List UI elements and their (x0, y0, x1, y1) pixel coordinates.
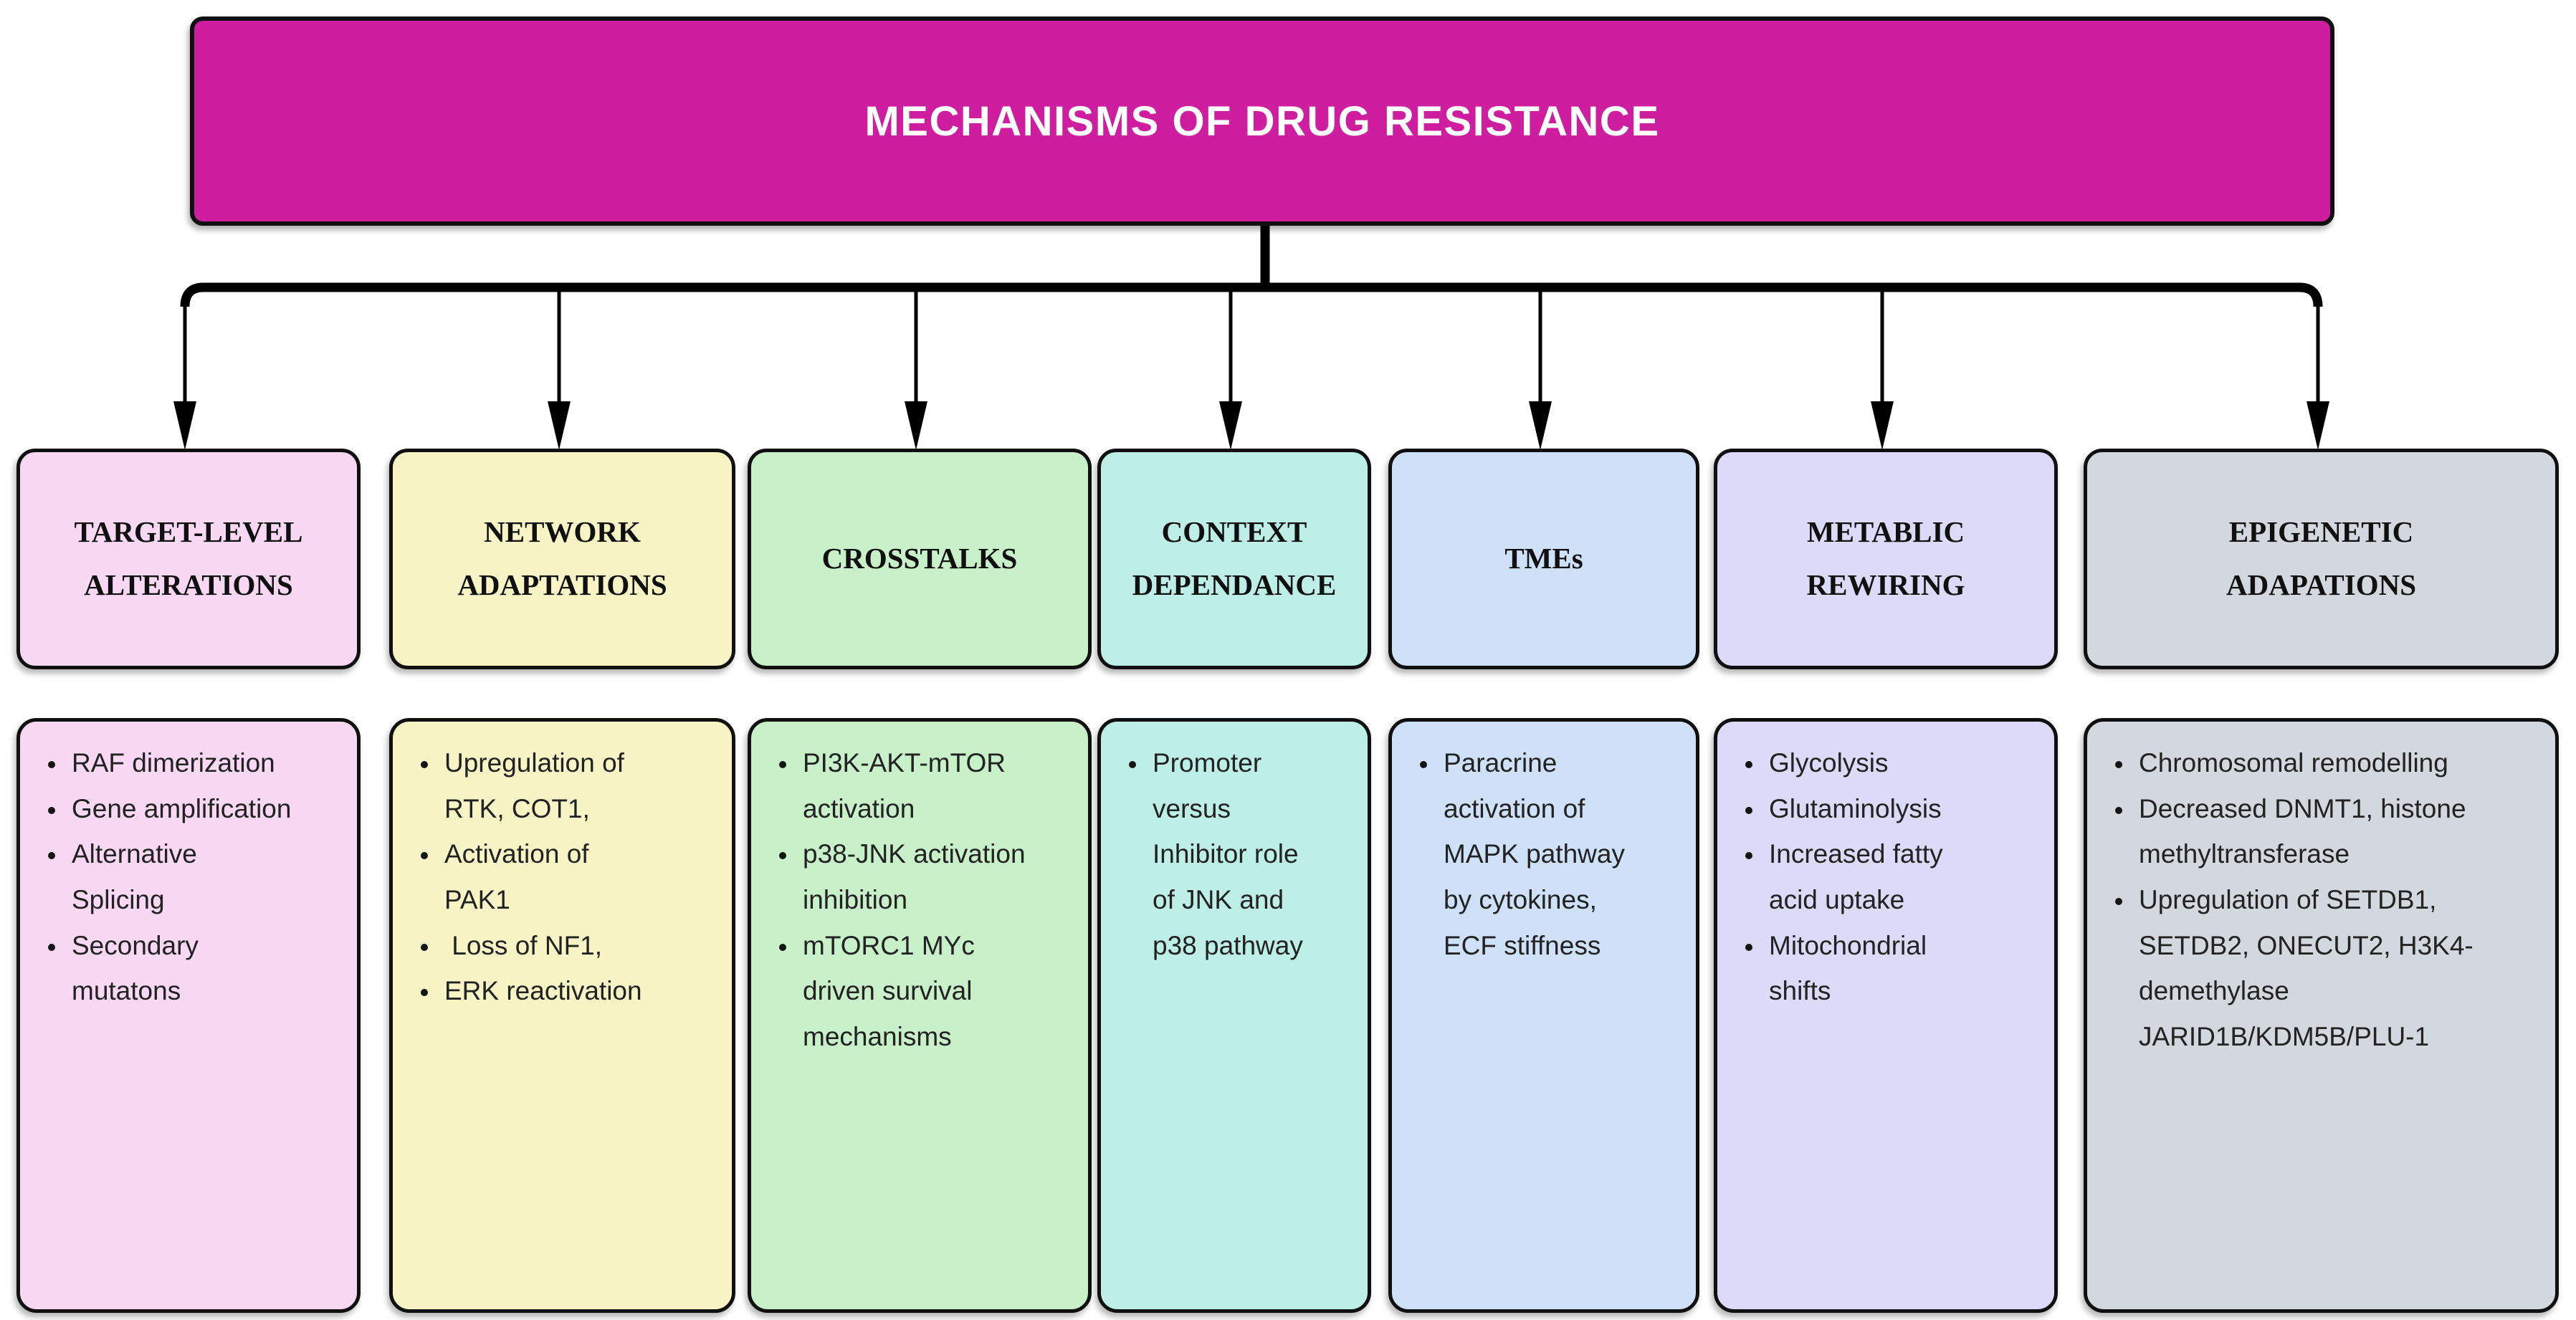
bullet-item: PI3K-AKT-mTOR activation (798, 740, 1027, 831)
rail-line (180, 282, 2323, 307)
bullet-item: Decreased DNMT1, histone methyltransfera… (2134, 786, 2498, 877)
category-box-metablic-rewiring: METABLIC REWIRING (1714, 449, 2058, 669)
bullet-item: ERK reactivation (440, 968, 653, 1014)
category-box-context-dependance: CONTEXT DEPENDANCE (1097, 449, 1371, 669)
arrowhead-down-icon (1529, 401, 1552, 450)
arrowhead-down-icon (1871, 401, 1894, 450)
bullet-item: Paracrine activation of MAPK pathway by … (1439, 740, 1646, 968)
bullet-item: Glutaminolysis (1765, 786, 1993, 832)
category-box-target-level-alterations: TARGET-LEVEL ALTERATIONS (16, 449, 361, 669)
category-box-tmes: TMEs (1388, 449, 1699, 669)
detail-box-epigenetic-adapations: Chromosomal remodelling Decreased DNMT1,… (2084, 718, 2559, 1313)
bullet-item: Loss of NF1, (440, 923, 653, 969)
arrowhead-down-icon (173, 401, 196, 450)
detail-box-crosstalks: PI3K-AKT-mTOR activation p38-JNK activat… (748, 718, 1092, 1313)
arrowhead-down-icon (1219, 401, 1242, 450)
bullet-list: Paracrine activation of MAPK pathway by … (1392, 722, 1696, 968)
bullet-list: Chromosomal remodelling Decreased DNMT1,… (2087, 722, 2555, 1059)
bullet-item: RAF dimerization (67, 740, 296, 786)
bullet-list: Glycolysis Glutaminolysis Increased fatt… (1717, 722, 2054, 1014)
bullet-item: p38-JNK activation inhibition (798, 831, 1027, 922)
bullet-item: Activation of PAK1 (440, 831, 653, 922)
category-box-epigenetic-adapations: EPIGENETIC ADAPATIONS (2084, 449, 2559, 669)
detail-box-context-dependance: Promoter versus Inhibitor role of JNK an… (1097, 718, 1371, 1313)
arrowhead-down-icon (548, 401, 571, 450)
diagram-title: MECHANISMS OF DRUG RESISTANCE (864, 97, 1660, 145)
bullet-item: Upregulation of RTK, COT1, (440, 740, 653, 831)
bullet-item: Upregulation of SETDB1, SETDB2, ONECUT2,… (2134, 877, 2498, 1060)
arrowhead-down-icon (2307, 401, 2329, 450)
diagram-title-banner: MECHANISMS OF DRUG RESISTANCE (190, 16, 2334, 226)
bullet-list: Upregulation of RTK, COT1, Activation of… (393, 722, 732, 1014)
detail-box-metablic-rewiring: Glycolysis Glutaminolysis Increased fatt… (1714, 718, 2058, 1313)
bullet-item: mTORC1 MYc driven survival mechanisms (798, 923, 1027, 1060)
bullet-item: Gene amplification (67, 786, 296, 832)
arrowhead-down-icon (905, 401, 927, 450)
bullet-item: Promoter versus Inhibitor role of JNK an… (1148, 740, 1325, 968)
bullet-item: Alternative Splicing (67, 831, 296, 922)
bullet-list: PI3K-AKT-mTOR activation p38-JNK activat… (751, 722, 1088, 1059)
category-box-network-adaptations: NETWORK ADAPTATIONS (389, 449, 735, 669)
detail-box-network-adaptations: Upregulation of RTK, COT1, Activation of… (389, 718, 735, 1313)
bullet-list: Promoter versus Inhibitor role of JNK an… (1101, 722, 1368, 968)
bullet-list: RAF dimerization Gene amplification Alte… (20, 722, 357, 1014)
detail-box-tmes: Paracrine activation of MAPK pathway by … (1388, 718, 1699, 1313)
bullet-item: Glycolysis (1765, 740, 1993, 786)
bullet-item: Mitochondrial shifts (1765, 923, 1993, 1014)
bullet-item: Secondary mutatons (67, 923, 296, 1014)
bullet-item: Chromosomal remodelling (2134, 740, 2498, 786)
detail-box-target-level-alterations: RAF dimerization Gene amplification Alte… (16, 718, 361, 1313)
bullet-item: Increased fatty acid uptake (1765, 831, 1993, 922)
category-box-crosstalks: CROSSTALKS (748, 449, 1092, 669)
